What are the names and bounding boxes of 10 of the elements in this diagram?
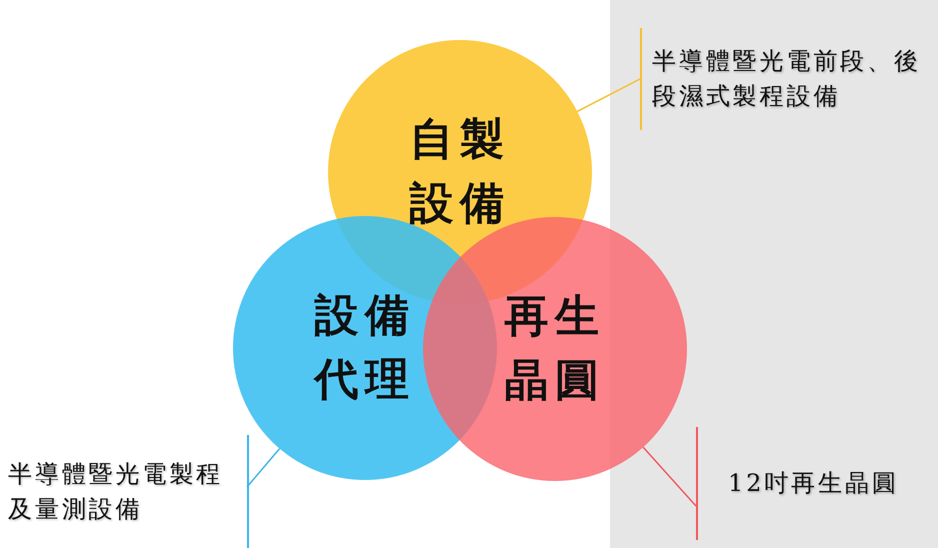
- callout-text: 半導體暨光電前段、後段濕式製程設備: [652, 46, 922, 112]
- callout-bracket: [8, 435, 249, 548]
- callout-text: 半導體暨光電製程及量測設備: [8, 458, 224, 524]
- circle-label: 再生晶圓: [504, 290, 606, 408]
- leader-line: [576, 78, 640, 112]
- leader-line: [246, 448, 280, 488]
- circle-label: 設備代理: [314, 289, 416, 407]
- callout-text: 12吋再生晶圓: [728, 468, 899, 500]
- leader-line: [642, 446, 697, 506]
- circle-label: 自製設備: [409, 113, 511, 231]
